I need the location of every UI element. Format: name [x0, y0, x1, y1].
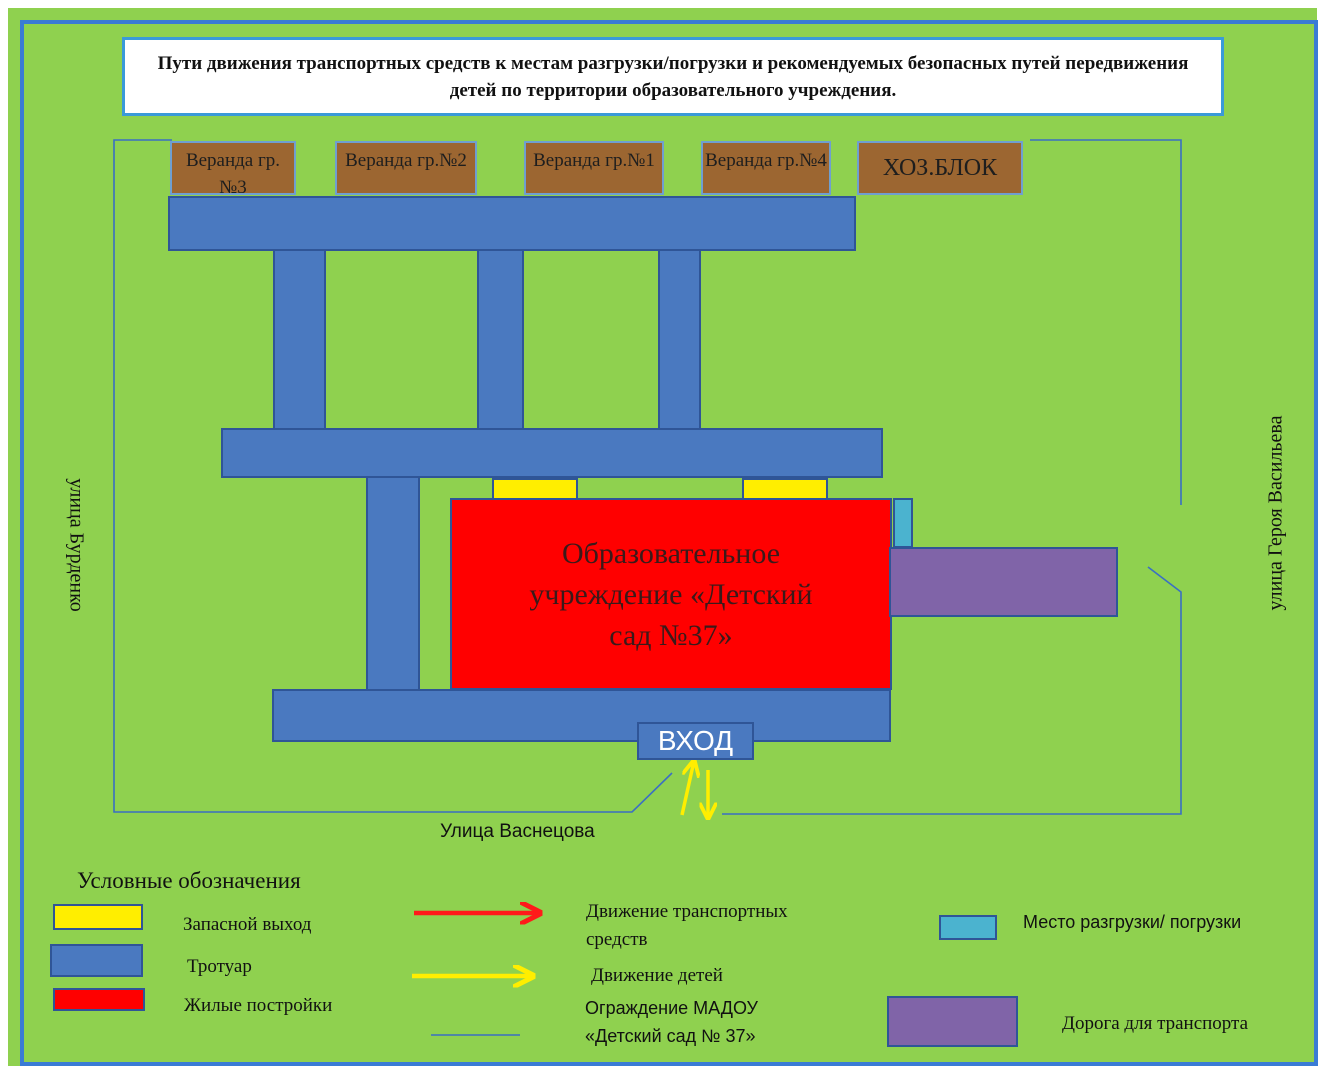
sidewalk-middle	[221, 428, 883, 478]
child-arrow	[680, 761, 694, 816]
loading-place	[893, 498, 913, 548]
legend-swatch-residential	[53, 988, 145, 1011]
fence-lines	[113, 139, 1182, 815]
map-title: Пути движения транспортных средств к мес…	[122, 37, 1224, 116]
legend-label-loading: Место разгрузки/ погрузки	[1023, 912, 1242, 932]
legend-label-children-movement: Движение детей	[591, 965, 723, 986]
legend-swatch-road	[887, 996, 1018, 1047]
legend-label-emergency-exit: Запасной выход	[183, 914, 312, 935]
street-right-label: улица Героя Васильева	[1264, 415, 1287, 611]
legend-label-vehicle-movement: Движение транспортных средств	[586, 901, 788, 950]
kindergarten-building: Образовательное учреждение «Детский сад …	[450, 498, 892, 690]
building-label: Образовательное учреждение «Детский сад …	[529, 536, 813, 652]
sidewalk-vertical-right	[658, 249, 701, 433]
utility-block: ХОЗ.БЛОК	[857, 141, 1023, 195]
legend-swatch-sidewalk	[50, 944, 143, 977]
legend-swatch-loading	[939, 915, 997, 940]
sidewalk-bottom	[272, 689, 891, 742]
vehicle-road	[889, 547, 1118, 617]
sidewalk-vertical-middle	[477, 249, 524, 433]
sidewalk-top	[168, 196, 856, 251]
veranda-group-3: Веранда гр. №3	[170, 141, 296, 195]
legend-label-sidewalk: Тротуар	[187, 956, 252, 977]
legend-label-fence: Ограждение МАДОУ «Детский сад № 37»	[585, 998, 758, 1046]
legend-title: Условные обозначения	[77, 868, 301, 893]
legend-label-road: Дорога для транспорта	[1062, 1013, 1249, 1034]
street-left-label: улица Бурденко	[65, 478, 88, 612]
entrance: ВХОД	[637, 722, 754, 760]
veranda-group-4: Веранда гр.№4	[701, 141, 831, 195]
outer-frame	[20, 20, 1318, 1066]
sidewalk-vertical-lower	[366, 476, 420, 692]
legend-label-residential: Жилые постройки	[184, 995, 333, 1016]
sidewalk-vertical-left	[273, 249, 326, 433]
legend-swatch-emergency-exit	[53, 904, 143, 930]
veranda-group-1: Веранда гр.№1	[524, 141, 664, 195]
veranda-group-2: Веранда гр.№2	[335, 141, 477, 195]
street-bottom-label: Улица Васнецова	[440, 821, 595, 842]
legend-arrows	[412, 913, 540, 1036]
